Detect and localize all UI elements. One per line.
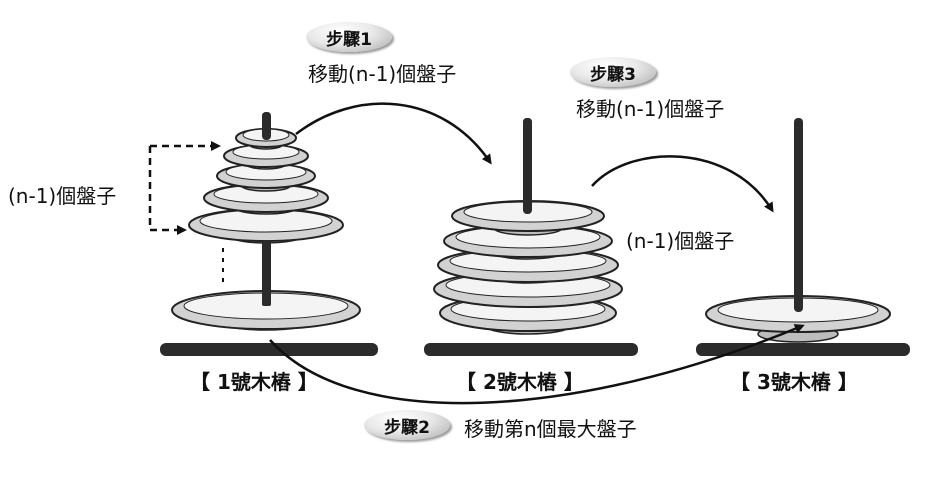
step1-text: 移動(n-1)個盤子: [308, 62, 457, 86]
step2-text: 移動第n個最大盤子: [464, 417, 637, 441]
step2-badge: 步驟2: [364, 410, 450, 440]
step3-badge: 步驟3: [570, 57, 656, 87]
peg1-large-disk: [171, 290, 361, 331]
step3-text: 移動(n-1)個盤子: [576, 97, 725, 121]
peg1-disks: [171, 112, 361, 331]
peg2-base: [424, 343, 638, 356]
peg1-disk-3: [203, 183, 329, 215]
peg1-disk-4: [188, 208, 344, 244]
step3-arrow: [591, 155, 774, 213]
step1-badge: 步驟1: [306, 22, 392, 52]
peg3-pole: [794, 118, 803, 312]
peg2-disks: [433, 118, 623, 335]
stack-label: (n-1)個盤子: [626, 229, 735, 253]
ellipsis-dots: [222, 248, 224, 282]
brace-label: (n-1)個盤子: [8, 184, 117, 208]
peg3-label: 【 3號木樁 】: [730, 370, 858, 394]
peg1-base: [160, 343, 378, 356]
peg2-label: 【 2號木樁 】: [456, 370, 584, 394]
peg1-label: 【 1號木樁 】: [190, 370, 318, 394]
step2-arrow: [269, 324, 805, 405]
step1-arrow: [295, 102, 492, 165]
dashed-brace: [148, 141, 221, 235]
